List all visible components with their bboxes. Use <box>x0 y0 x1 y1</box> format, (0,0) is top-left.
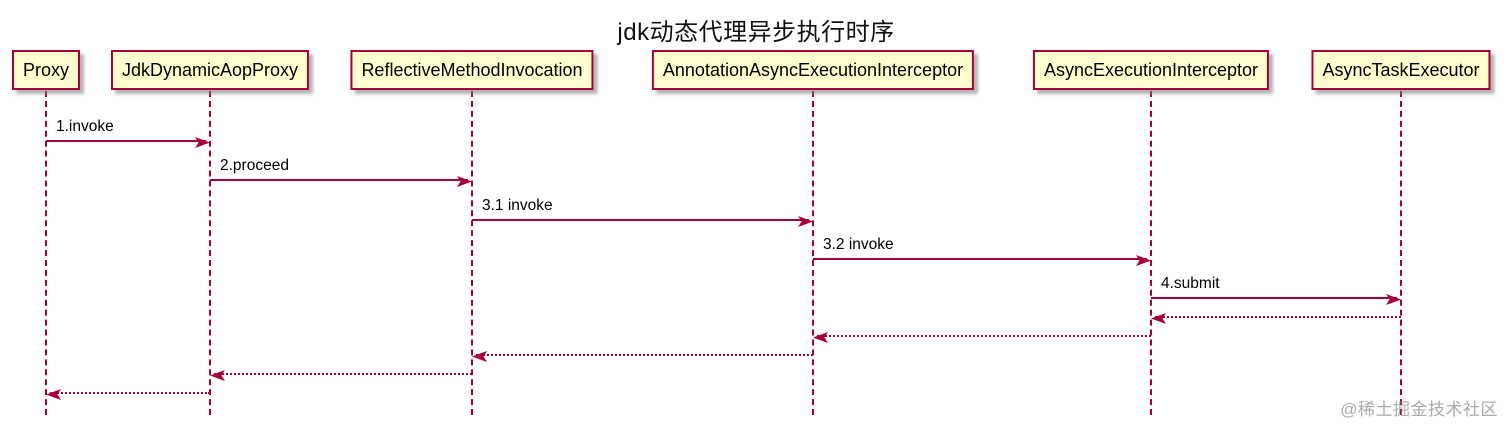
arrowhead-icon <box>813 330 828 343</box>
message-arrow <box>210 179 468 181</box>
return-arrow <box>214 373 472 375</box>
arrowhead-icon <box>195 135 210 148</box>
return-arrow <box>1155 316 1401 318</box>
participant-proxy: Proxy <box>11 50 81 90</box>
return-arrow <box>50 392 210 394</box>
diagram-title: jdk动态代理异步执行时序 <box>617 19 895 46</box>
arrowhead-icon <box>472 349 487 362</box>
arrowhead-icon <box>46 387 61 400</box>
return-arrow <box>817 335 1151 337</box>
message-label: 4.submit <box>1161 275 1220 292</box>
message-arrow <box>46 140 206 142</box>
lifeline-proxy <box>45 91 47 415</box>
watermark: @稀土掘金技术社区 <box>1340 400 1498 419</box>
lifeline-jdkdynamicaopproxy <box>209 91 211 415</box>
message-label: 2.proceed <box>220 157 289 174</box>
arrowhead-icon <box>798 214 813 227</box>
arrowhead-icon <box>210 368 225 381</box>
message-label: 3.1 invoke <box>482 197 553 214</box>
arrowhead-icon <box>457 174 472 187</box>
message-label: 3.2 invoke <box>823 236 894 253</box>
lifeline-annotationasyncexecutioninterceptor <box>812 91 814 415</box>
message-arrow <box>472 219 809 221</box>
message-arrow <box>813 258 1147 260</box>
arrowhead-icon <box>1151 311 1166 324</box>
lifeline-asyncexecutioninterceptor <box>1150 91 1152 415</box>
message-label: 1.invoke <box>56 118 114 135</box>
lifeline-reflectivemethodinvocation <box>471 91 473 415</box>
lifeline-asynctaskexecutor <box>1400 91 1402 415</box>
participant-asyncexecutioninterceptor: AsyncExecutionInterceptor <box>1032 50 1270 90</box>
participant-asynctaskexecutor: AsyncTaskExecutor <box>1311 50 1491 90</box>
participant-jdkdynamicaopproxy: JdkDynamicAopProxy <box>110 50 310 90</box>
participant-reflectivemethodinvocation: ReflectiveMethodInvocation <box>350 50 594 90</box>
arrowhead-icon <box>1136 253 1151 266</box>
participant-annotationasyncexecutioninterceptor: AnnotationAsyncExecutionInterceptor <box>651 50 975 90</box>
arrowhead-icon <box>1386 292 1401 305</box>
message-arrow <box>1151 297 1397 299</box>
return-arrow <box>476 354 813 356</box>
